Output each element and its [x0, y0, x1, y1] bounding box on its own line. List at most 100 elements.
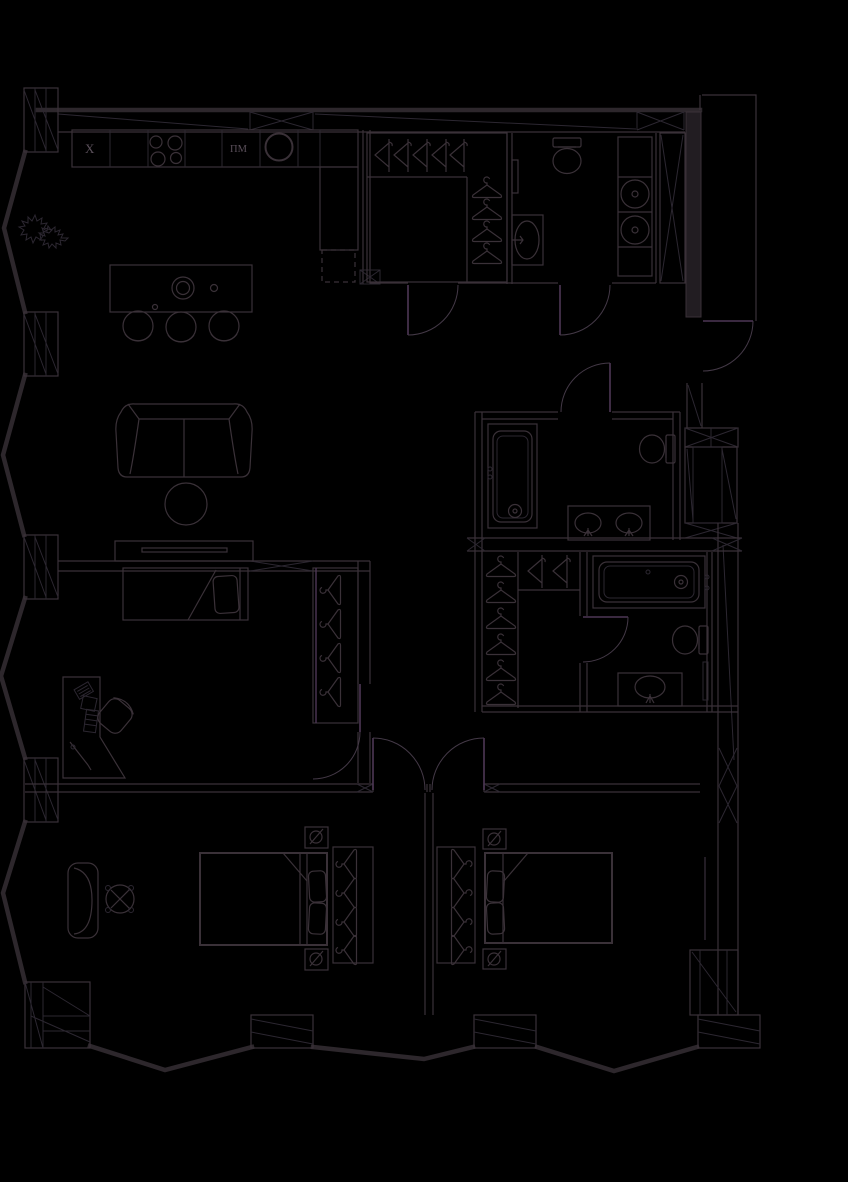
fridge-label: Х: [85, 141, 95, 156]
hanger-icon: [335, 877, 358, 909]
keyboard-icon: [82, 708, 100, 734]
washing-machine-icon: [620, 179, 650, 209]
bathroom2-door: [582, 616, 629, 663]
laundry-wc: [511, 136, 653, 277]
hanger-icon: [485, 607, 517, 630]
hanger-icon: [374, 138, 393, 173]
hanger-icon: [485, 659, 517, 682]
radiator: [511, 159, 519, 194]
hanger-icon: [412, 138, 431, 173]
sink-icon: [617, 672, 683, 707]
plant-icon: [17, 213, 70, 250]
nightstand-lamp-icon: [309, 828, 324, 845]
dishwasher-label: ПМ: [230, 144, 248, 155]
bathroom-1: [487, 423, 676, 541]
hanger-icon: [319, 574, 342, 606]
armchair-icon: [67, 862, 99, 939]
sink-icon: [511, 214, 544, 266]
hanger-icon: [319, 608, 342, 640]
kids-room-door: [312, 684, 361, 780]
nightstand-lamp-icon: [309, 950, 324, 967]
walkin-closet: [485, 552, 580, 708]
monitor: [80, 695, 98, 712]
desk-chair-icon: [97, 697, 134, 734]
tv-console: [114, 540, 254, 562]
hanger-icon: [450, 934, 473, 966]
double-bed-icon: [484, 852, 613, 944]
entrance-door: [702, 320, 754, 372]
right-exterior-wall: [684, 383, 739, 1016]
kitchen-island: [109, 264, 253, 313]
left-exterior-wall: [0, 87, 59, 985]
hanger-icon: [471, 242, 503, 265]
kitchen-counter: [71, 129, 359, 168]
single-bed-icon: [122, 567, 249, 621]
hanger-icon: [450, 877, 473, 909]
hanger-icon: [450, 848, 473, 880]
bedroom1-door: [372, 737, 426, 791]
master-wardrobe: [332, 846, 374, 966]
window-icon: [250, 1014, 314, 1049]
window-icon: [697, 1014, 761, 1049]
kids-room: [62, 567, 359, 779]
bar-stool-icon: [122, 310, 240, 343]
hanger-icon: [319, 642, 342, 674]
bathtub-icon: [487, 423, 538, 529]
bathroom1-door: [560, 362, 611, 413]
hanger-icon: [471, 220, 503, 243]
toilet-icon: [552, 137, 582, 175]
washer-dryer-column: [617, 136, 653, 277]
toilet-icon: [638, 434, 676, 464]
coffee-table-icon: [164, 482, 208, 526]
hanger-icon: [527, 554, 546, 589]
doors: [312, 284, 754, 791]
hanger-icon: [552, 554, 571, 589]
hanger-icon: [393, 138, 412, 173]
nightstand: [304, 826, 329, 849]
top-exterior-wall: [35, 94, 757, 321]
desk: [62, 676, 127, 779]
bedroom2-wardrobe: [436, 846, 476, 966]
hanger-icon: [471, 198, 503, 221]
hanger-icon: [485, 683, 517, 706]
kitchen-sink-icon: [264, 132, 294, 162]
nightstand-lamp-icon: [487, 830, 502, 847]
bathtub-icon: [592, 555, 710, 609]
master-bedroom: [67, 826, 374, 971]
towel-rail: [702, 661, 709, 701]
window-icon: [23, 534, 59, 600]
nightstand-lamp-icon: [487, 950, 502, 967]
hanger-icon: [485, 633, 517, 656]
bottom-exterior-wall: [24, 981, 761, 1074]
toilet-icon: [671, 625, 709, 655]
living-room: [17, 213, 254, 562]
vanity-double-sink: [567, 505, 651, 541]
interior-walls: [25, 130, 743, 1015]
desk-lamp-icon: [73, 681, 95, 701]
hallway-wardrobe: [366, 132, 508, 283]
side-table-icon: [105, 884, 135, 914]
hanger-icon: [431, 138, 450, 173]
structural-column: [684, 427, 739, 539]
washing-machine-icon: [620, 215, 650, 245]
kitchen: Х ПМ: [71, 129, 359, 343]
stove-icon: [149, 135, 183, 167]
nightstand: [482, 828, 507, 850]
hanger-icon: [485, 555, 517, 578]
hanger-icon: [319, 676, 342, 708]
window-icon: [23, 757, 59, 823]
window-icon: [23, 87, 59, 153]
hanger-icon: [450, 906, 473, 938]
hanger-icon: [335, 934, 358, 966]
corner-window-icon: [24, 981, 91, 1049]
nightstand: [304, 948, 329, 971]
entry-wall-bar: [685, 111, 702, 318]
hanger-icon: [335, 906, 358, 938]
laundry-door: [559, 284, 611, 336]
hanger-icon: [485, 581, 517, 604]
window-icon: [473, 1014, 537, 1049]
hanger-icon: [335, 848, 358, 880]
window-icon: [23, 311, 59, 377]
